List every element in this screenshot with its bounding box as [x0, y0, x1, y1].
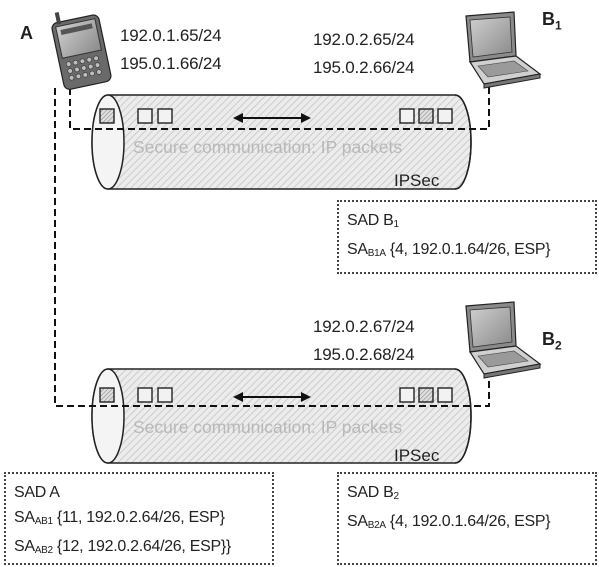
ip-a-2: 195.0.1.66/24 — [120, 54, 222, 73]
ip-b1-2: 195.0.2.66/24 — [313, 58, 415, 77]
sad-b1-title: SAD B1 — [347, 212, 399, 230]
laptop-icon-b1 — [465, 11, 542, 89]
packet — [418, 387, 434, 403]
sad-a-sa-entry-2: SAAB2 {12, 192.0.2.64/26, ESP}} — [14, 538, 231, 556]
tunnel-bottom-protocol: IPSec — [394, 446, 440, 465]
bidirectional-arrow-top — [233, 113, 311, 123]
sad-b1-sa-entry: SAB1A {4, 192.0.1.64/26, ESP} — [347, 241, 551, 259]
packet — [399, 387, 415, 403]
tunnel-top-caption: Secure communication: IP packets — [133, 137, 402, 157]
node-label-a: A — [20, 23, 33, 43]
sad-a-sa-entry-1: SAAB1 {11, 192.0.2.64/26, ESP} — [14, 509, 225, 527]
bidirectional-arrow-bottom — [233, 392, 311, 402]
tunnel-top-protocol: IPSec — [394, 171, 440, 190]
link-a-b2 — [54, 88, 490, 407]
sad-a-box: SAD A SAAB1 {11, 192.0.2.64/26, ESP} SAA… — [4, 472, 274, 565]
tunnel-bottom-entry — [91, 368, 125, 464]
ip-b1-1: 192.0.2.65/24 — [313, 30, 415, 49]
pda-icon — [51, 12, 112, 90]
packet — [137, 387, 153, 403]
packet — [99, 108, 115, 124]
sad-a-title: SAD A — [14, 484, 60, 501]
node-label-b2: B2 — [542, 329, 562, 353]
ip-b2-2: 195.0.2.68/24 — [313, 345, 415, 364]
sad-b2-sa-entry: SAB2A {4, 192.0.1.64/26, ESP} — [347, 513, 551, 531]
sad-b2-title: SAD B2 — [347, 484, 399, 502]
ip-b2-1: 192.0.2.67/24 — [313, 317, 415, 336]
packet — [437, 387, 453, 403]
packet — [437, 108, 453, 124]
packets-bottom — [99, 387, 453, 403]
dashed-links — [54, 82, 490, 407]
packet — [157, 387, 173, 403]
tunnel-bottom-caption: Secure communication: IP packets — [133, 417, 402, 437]
ip-a-1: 192.0.1.65/24 — [120, 26, 222, 45]
packet — [157, 108, 173, 124]
packet — [137, 108, 153, 124]
sad-b2-box: SAD B2 SAB2A {4, 192.0.1.64/26, ESP} — [337, 472, 597, 565]
packet — [399, 108, 415, 124]
packet — [99, 387, 115, 403]
sad-b1-box: SAD B1 SAB1A {4, 192.0.1.64/26, ESP} — [337, 200, 597, 274]
laptop-icon-b2 — [465, 301, 542, 379]
packet — [418, 108, 434, 124]
node-label-b1: B1 — [542, 9, 562, 33]
packets-top — [99, 108, 453, 124]
